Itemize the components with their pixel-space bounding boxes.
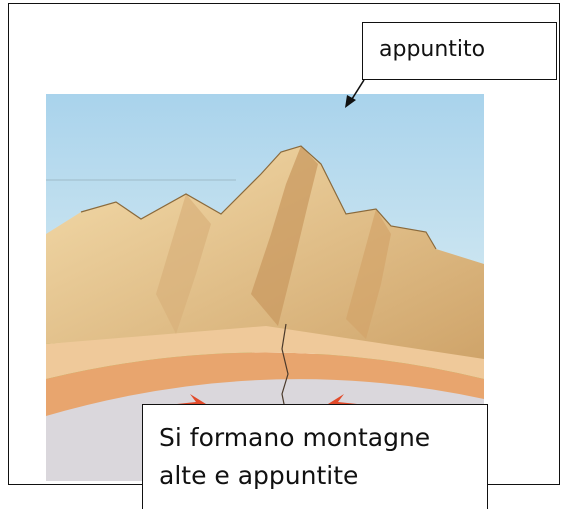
label-appuntito: appuntito xyxy=(362,22,557,80)
label-appuntito-text: appuntito xyxy=(379,37,486,62)
caption-box: Si formano montagne alte e appuntite xyxy=(142,404,488,509)
caption-line-2: alte e appuntite xyxy=(159,461,359,490)
ridge-right xyxy=(346,209,391,339)
rock-outline xyxy=(80,145,437,250)
ridge-left xyxy=(156,194,211,334)
fault-crack xyxy=(281,323,289,415)
crust-band xyxy=(46,352,484,416)
caption-line-1: Si formano montagne xyxy=(159,423,431,452)
peak-shading xyxy=(251,146,318,326)
